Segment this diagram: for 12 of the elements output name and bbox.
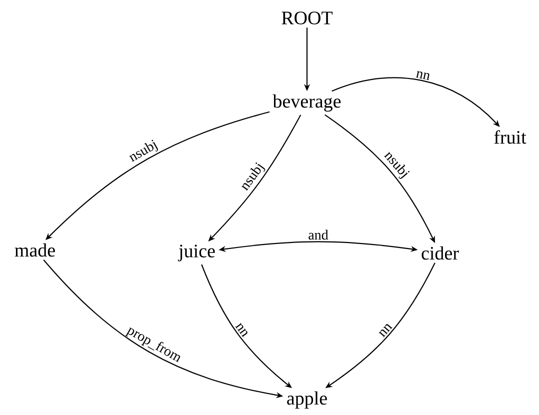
word: cider — [422, 246, 459, 260]
edge-label: and — [308, 230, 328, 240]
word: juice — [178, 244, 215, 262]
word: apple — [287, 391, 327, 409]
edge-label: nn — [235, 322, 248, 338]
word: fruit — [494, 130, 526, 144]
word: made — [14, 243, 55, 257]
word: ROOT — [282, 12, 333, 24]
word: beverage — [272, 94, 341, 112]
edge-label: nn — [416, 71, 430, 80]
edge-label: nsubj — [129, 140, 158, 162]
edge-label: nn — [378, 324, 392, 338]
